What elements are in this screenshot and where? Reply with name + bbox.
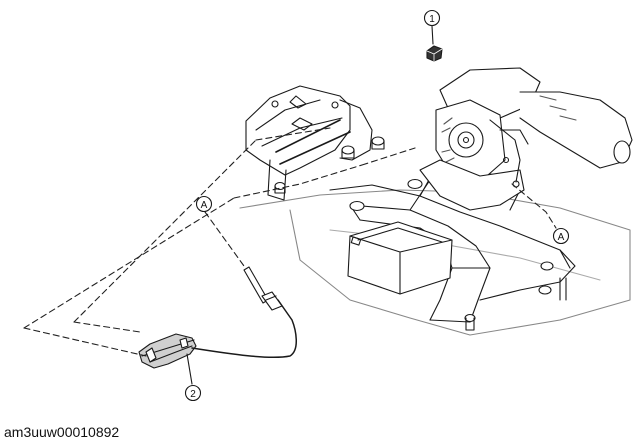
figure-code: am3uuw00010892 bbox=[4, 424, 120, 440]
callout-2-label: 2 bbox=[190, 389, 196, 400]
frame-bolts bbox=[349, 178, 567, 331]
callout-a-upper-label: A bbox=[201, 200, 208, 211]
alignment-lines bbox=[23, 127, 557, 357]
bracket-nut-1 bbox=[341, 145, 355, 159]
parking-brake-lever bbox=[419, 67, 633, 211]
cable-connector bbox=[243, 266, 283, 311]
leader-part-2 bbox=[186, 353, 193, 385]
console-bracket bbox=[245, 85, 385, 201]
control-unit bbox=[347, 221, 453, 295]
leader-part-1 bbox=[431, 25, 434, 45]
callout-1 bbox=[423, 9, 441, 27]
callout-a-lower-label: A bbox=[558, 232, 565, 243]
callout-2 bbox=[184, 384, 202, 402]
callout-1-label: 1 bbox=[429, 14, 435, 25]
callout-a-lower bbox=[552, 227, 570, 245]
callout-a-upper bbox=[195, 195, 213, 213]
switch-cable bbox=[191, 299, 297, 359]
part-2-switch bbox=[138, 333, 197, 369]
bracket-nut-2 bbox=[371, 136, 385, 150]
part-1-cap bbox=[426, 45, 443, 62]
